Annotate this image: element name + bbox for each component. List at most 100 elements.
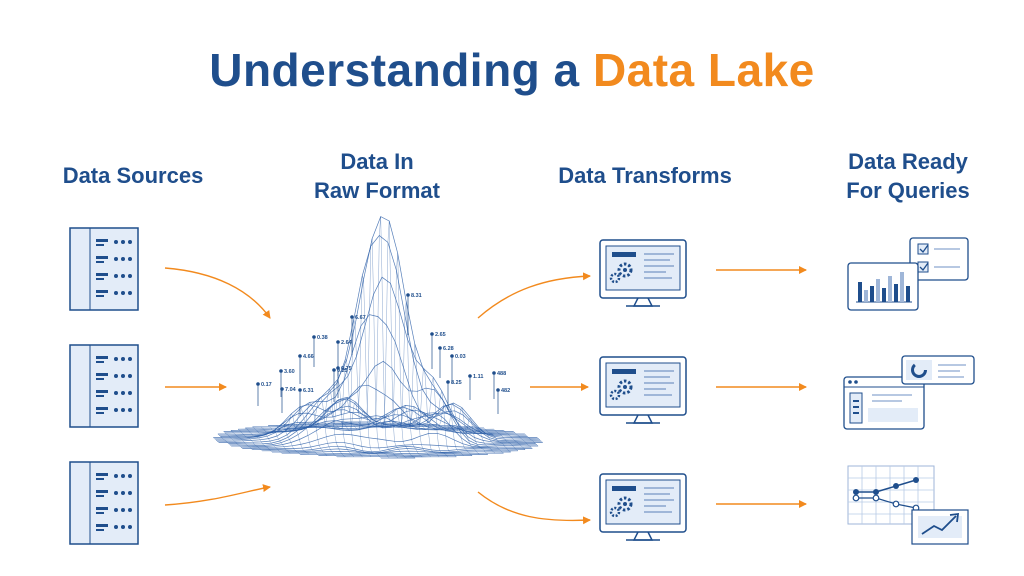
mesh-line [230,430,253,450]
transform-monitor-2 [598,355,688,425]
ready-dashboard-windows [843,355,975,430]
raw-value-label: 0.75 [341,366,352,372]
raw-value-label: 6.31 [303,388,314,394]
mesh-line [268,422,301,455]
raw-value-label: 7.04 [285,387,297,393]
raw-label-dot [332,368,336,372]
raw-value-label: 3.60 [284,369,295,375]
raw-data-labels: 8.31 6.67 2.65 0.38 4.66 3.60 0.17 7.04 6.31 0.25… [256,293,510,416]
mesh-line [465,426,496,454]
arrow-raw-to-transform-1 [477,272,591,319]
mesh-line [299,396,338,457]
raw-data-mesh [213,216,543,459]
mesh-line [455,417,488,455]
arrow-raw-to-transform-3 [477,491,591,525]
mesh-line [333,319,372,457]
raw-label-dot [279,369,283,373]
raw-label-dot [468,374,472,378]
raw-value-label: 0.17 [261,382,272,388]
column-heading-data-sources: Data Sources [62,163,204,188]
mesh-line [260,426,291,454]
mesh-line [410,377,448,457]
raw-label-dot [280,387,284,391]
raw-value-label: 1.11 [473,374,483,380]
raw-label-dot [446,380,450,384]
transform-monitor-3 [598,472,688,542]
mesh-line [223,431,243,449]
mesh-line [276,413,309,455]
raw-value-label: 6.67 [355,315,366,321]
mesh-line [245,427,273,453]
mesh-line [340,275,382,459]
mesh-line [524,433,539,447]
raw-label-dot [430,332,434,336]
mesh-line [316,379,355,457]
data-source-server-2 [69,344,139,428]
data-source-server-1 [69,227,139,311]
mesh-line [384,301,423,458]
raw-label-dot [256,382,260,386]
mesh-line [537,437,543,443]
ready-bar-chart-checklist [847,237,969,311]
mesh-line [217,235,542,443]
raw-label-dot [336,340,340,344]
mesh-line [437,402,473,456]
raw-value-label: 2.65 [435,332,446,338]
mesh-line [218,216,543,443]
raw-label-dot [406,293,410,297]
transform-monitor-1 [598,238,688,308]
mesh-line [217,433,232,447]
mesh-line [401,369,440,457]
mesh-line [513,431,533,449]
raw-label-dot [312,335,316,339]
raw-value-label: 8.31 [411,293,422,299]
raw-value-label: 6.28 [443,346,454,352]
mesh-line [325,359,363,457]
mesh-line [374,253,416,459]
mesh-line [349,238,390,459]
title-part-1: Understanding a [209,44,580,96]
raw-label-dot [350,315,354,319]
raw-label-dot [492,371,496,375]
mesh-line [503,430,526,450]
mesh-line [393,343,431,457]
mesh-line [493,429,519,451]
data-source-server-3 [69,461,139,545]
raw-label-dot [496,388,500,392]
column-heading-data-transforms: Data Transforms [558,163,732,188]
raw-label-dot [438,346,442,350]
arrow-source-3-to-raw [164,484,271,506]
page-title: Understanding a Data Lake [0,40,1024,100]
arrow-source-1-to-raw [164,267,271,319]
raw-value-label: 0.38 [317,335,328,341]
ready-line-chart [847,465,969,545]
title-part-2: Data Lake [592,44,815,96]
mesh-line [474,426,504,454]
mesh-line [252,426,282,454]
raw-label-dot [298,388,302,392]
mesh-line [308,388,346,457]
raw-value-label: 488 [497,371,506,377]
raw-value-label: 0.03 [455,354,466,360]
mesh-line [292,401,328,456]
mesh-line [418,390,457,457]
mesh-line [283,406,319,456]
raw-label-dot [298,354,302,358]
mesh-line [483,427,511,453]
raw-label-dot [336,366,340,370]
raw-value-label: 2.64 [341,340,353,346]
mesh-line [237,429,263,451]
raw-value-label: 8.25 [451,380,462,386]
raw-value-label: 0.25 [337,368,348,374]
mesh-line [357,216,399,459]
mesh-line [428,405,464,456]
mesh-line [447,407,480,455]
raw-value-label: 4.66 [303,354,314,360]
raw-label-dot [450,354,454,358]
raw-value-label: 482 [501,388,510,394]
mesh-line [213,437,219,443]
mesh-line [366,220,407,459]
